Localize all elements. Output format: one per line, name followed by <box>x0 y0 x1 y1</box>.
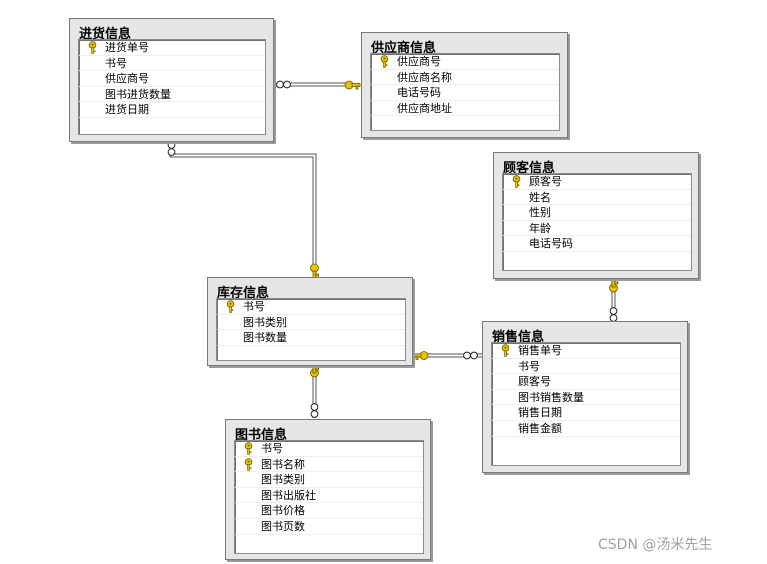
field-name: 书号 <box>518 359 540 373</box>
field-list: 供应商号供应商名称电话号码供应商地址 <box>370 53 560 131</box>
primary-key-icon <box>379 55 390 68</box>
primary-key-icon <box>511 175 522 188</box>
field-row[interactable]: 供应商号 <box>371 54 559 70</box>
field-name: 销售日期 <box>518 406 562 420</box>
field-name: 书号 <box>105 56 127 70</box>
field-name: 进货日期 <box>105 103 149 117</box>
field-name: 供应商号 <box>105 72 149 86</box>
field-name: 顾客号 <box>518 375 551 389</box>
relationship-purchase-inventory <box>169 150 317 268</box>
field-name: 图书名称 <box>261 457 305 471</box>
field-row[interactable]: 性别 <box>503 205 691 221</box>
field-name: 图书出版社 <box>261 488 316 502</box>
field-name: 书号 <box>261 442 283 455</box>
field-name: 供应商名称 <box>397 70 452 84</box>
field-name: 图书数量 <box>243 331 287 345</box>
field-row[interactable]: 图书类别 <box>235 472 423 488</box>
primary-key-icon <box>500 344 511 357</box>
field-list: 顾客号姓名性别年龄电话号码 <box>502 173 692 271</box>
field-row[interactable]: 进货日期 <box>79 102 265 118</box>
field-name: 顾客号 <box>529 175 562 188</box>
field-name: 电话号码 <box>397 86 441 100</box>
primary-key-icon <box>243 442 254 455</box>
field-list: 销售单号书号顾客号图书销售数量销售日期销售金额 <box>491 342 681 466</box>
field-row[interactable]: 进货单号 <box>79 40 265 56</box>
field-row[interactable]: 图书页数 <box>235 519 423 535</box>
watermark: CSDN @汤米先生 <box>598 537 713 553</box>
field-list: 进货单号书号供应商号图书进货数量进货日期 <box>78 39 266 135</box>
table-inventory[interactable]: 库存信息 书号图书类别图书数量 <box>207 277 413 366</box>
field-row[interactable]: 图书价格 <box>235 503 423 519</box>
field-name: 姓名 <box>529 190 551 204</box>
field-row[interactable]: 顾客号 <box>503 174 691 190</box>
field-row[interactable]: 书号 <box>79 56 265 72</box>
table-customer[interactable]: 顾客信息 顾客号姓名性别年龄电话号码 <box>493 152 699 279</box>
field-row[interactable]: 供应商号 <box>79 71 265 87</box>
field-row[interactable]: 图书进货数量 <box>79 87 265 103</box>
field-row[interactable]: 图书出版社 <box>235 488 423 504</box>
field-name: 图书页数 <box>261 519 305 533</box>
field-name: 图书进货数量 <box>105 87 171 101</box>
field-row[interactable]: 销售金额 <box>492 421 680 437</box>
field-name: 性别 <box>529 206 551 220</box>
field-name: 图书类别 <box>243 315 287 329</box>
primary-key-icon <box>243 457 254 471</box>
field-row[interactable]: 供应商名称 <box>371 70 559 86</box>
table-title: 图书信息 <box>235 428 288 443</box>
field-row[interactable]: 书号 <box>492 359 680 375</box>
table-title: 销售信息 <box>492 330 545 345</box>
table-book[interactable]: 图书信息 书号图书名称图书类别图书出版社图书价格图书页数 <box>225 419 431 560</box>
field-name: 销售金额 <box>518 421 562 435</box>
field-name: 进货单号 <box>105 41 149 54</box>
field-row[interactable]: 年龄 <box>503 221 691 237</box>
primary-key-icon <box>225 300 236 313</box>
field-name: 图书销售数量 <box>518 390 584 404</box>
table-title: 库存信息 <box>217 286 270 301</box>
table-title: 顾客信息 <box>503 161 556 176</box>
field-name: 书号 <box>243 300 265 313</box>
field-row[interactable]: 图书数量 <box>217 330 405 346</box>
field-name: 销售单号 <box>518 344 562 357</box>
field-row[interactable]: 销售日期 <box>492 405 680 421</box>
field-row[interactable]: 销售单号 <box>492 343 680 359</box>
field-name: 供应商地址 <box>397 101 452 115</box>
field-row[interactable]: 图书名称 <box>235 457 423 473</box>
field-row[interactable]: 书号 <box>235 441 423 457</box>
field-name: 供应商号 <box>397 55 441 68</box>
field-name: 年龄 <box>529 221 551 235</box>
table-title: 供应商信息 <box>371 41 437 56</box>
field-name: 图书类别 <box>261 473 305 487</box>
field-row[interactable]: 供应商地址 <box>371 101 559 117</box>
field-name: 图书价格 <box>261 504 305 518</box>
key-end-icon <box>310 80 619 378</box>
field-name: 电话号码 <box>529 237 573 251</box>
field-list: 书号图书名称图书类别图书出版社图书价格图书页数 <box>234 440 424 554</box>
many-end-icon <box>167 80 618 418</box>
field-row[interactable]: 顾客号 <box>492 374 680 390</box>
field-row[interactable]: 图书类别 <box>217 315 405 331</box>
table-title: 进货信息 <box>79 27 132 42</box>
field-row[interactable]: 姓名 <box>503 190 691 206</box>
table-supplier[interactable]: 供应商信息 供应商号供应商名称电话号码供应商地址 <box>361 32 568 138</box>
table-sales[interactable]: 销售信息 销售单号书号顾客号图书销售数量销售日期销售金额 <box>482 321 688 473</box>
field-row[interactable]: 电话号码 <box>503 236 691 252</box>
table-purchase[interactable]: 进货信息 进货单号书号供应商号图书进货数量进货日期 <box>69 18 274 142</box>
field-list: 书号图书类别图书数量 <box>216 298 406 361</box>
field-row[interactable]: 电话号码 <box>371 85 559 101</box>
field-row[interactable]: 书号 <box>217 299 405 315</box>
primary-key-icon <box>87 41 98 54</box>
field-row[interactable]: 图书销售数量 <box>492 390 680 406</box>
